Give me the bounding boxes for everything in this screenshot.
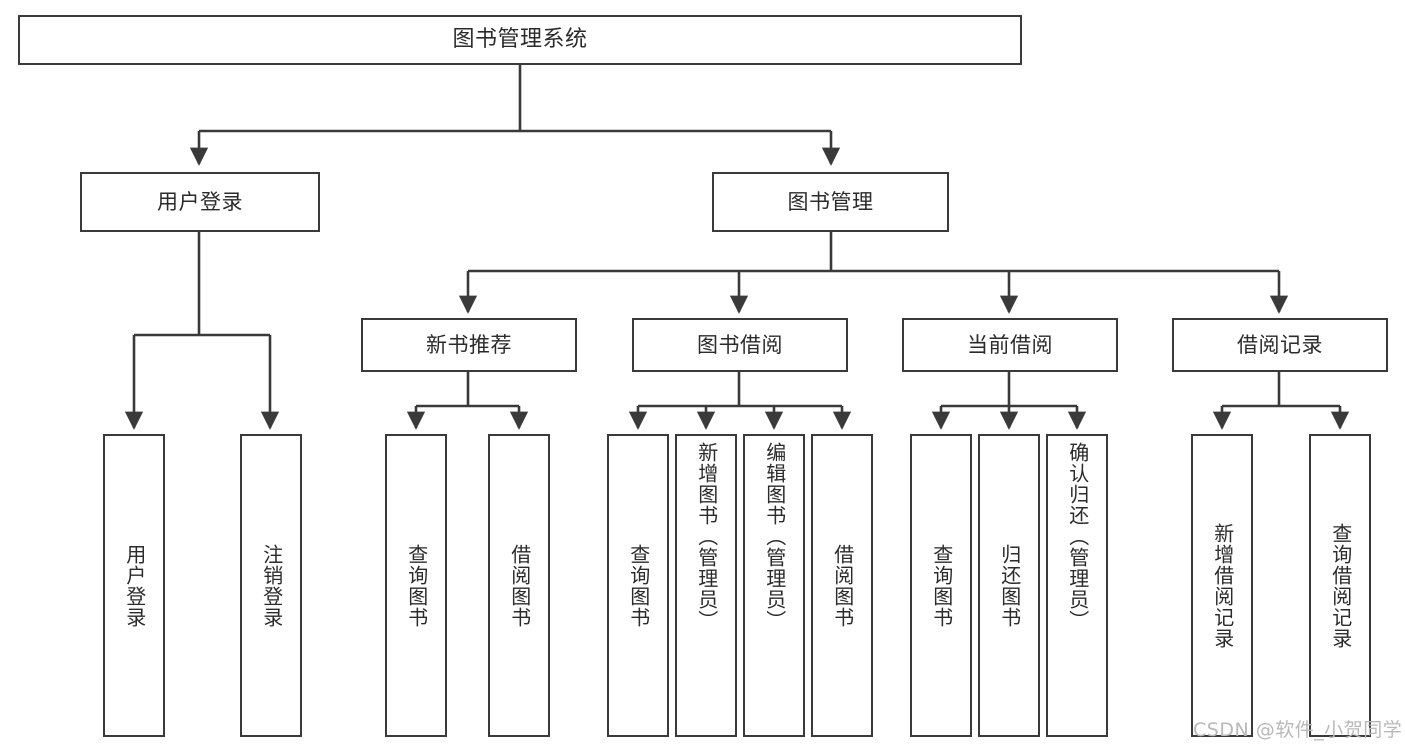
leaf-query-book-recommend[interactable]: 查询图书 — [385, 434, 447, 737]
node-label: 确认归还（管理员） — [1065, 442, 1090, 631]
leaf-user-logout[interactable]: 注销登录 — [240, 434, 302, 737]
node-label: 借阅图书 — [830, 543, 855, 628]
node-book-manage[interactable]: 图书管理 — [712, 172, 949, 232]
node-label: 查询图书 — [929, 543, 954, 628]
node-label: 图书管理系统 — [452, 27, 588, 53]
node-label: 查询图书 — [404, 543, 429, 628]
node-user-login[interactable]: 用户登录 — [80, 172, 320, 232]
node-label: 新增图书（管理员） — [694, 442, 719, 631]
node-label: 用户登录 — [157, 189, 243, 214]
leaf-query-book-current[interactable]: 查询图书 — [910, 434, 972, 737]
node-label: 图书借阅 — [697, 332, 783, 357]
node-label: 当前借阅 — [967, 332, 1053, 357]
leaf-add-borrow-record[interactable]: 新增借阅记录 — [1191, 434, 1253, 737]
node-label: 借阅记录 — [1237, 332, 1323, 357]
leaf-return-book[interactable]: 归还图书 — [978, 434, 1040, 737]
node-new-book-recommend[interactable]: 新书推荐 — [361, 318, 577, 372]
leaf-borrow-book-borrow[interactable]: 借阅图书 — [811, 434, 873, 737]
leaf-query-borrow-record[interactable]: 查询借阅记录 — [1309, 434, 1371, 737]
node-label: 用户登录 — [122, 543, 147, 628]
node-label: 查询借阅记录 — [1328, 522, 1353, 649]
node-label: 新增借阅记录 — [1210, 522, 1235, 649]
leaf-add-book[interactable]: 新增图书（管理员） — [675, 434, 737, 737]
leaf-user-login[interactable]: 用户登录 — [103, 434, 165, 737]
node-label: 新书推荐 — [426, 332, 512, 357]
node-label: 查询图书 — [626, 543, 651, 628]
node-label: 注销登录 — [259, 543, 284, 628]
node-borrow-record[interactable]: 借阅记录 — [1172, 318, 1388, 372]
node-current-borrow[interactable]: 当前借阅 — [902, 318, 1118, 372]
node-label: 借阅图书 — [507, 543, 532, 628]
node-label: 编辑图书（管理员） — [762, 442, 787, 631]
node-label: 图书管理 — [787, 189, 874, 214]
leaf-confirm-return[interactable]: 确认归还（管理员） — [1046, 434, 1108, 737]
leaf-query-book-borrow[interactable]: 查询图书 — [607, 434, 669, 737]
leaf-borrow-book-recommend[interactable]: 借阅图书 — [488, 434, 550, 737]
leaf-edit-book[interactable]: 编辑图书（管理员） — [743, 434, 805, 737]
node-book-borrow[interactable]: 图书借阅 — [632, 318, 848, 372]
node-label: 归还图书 — [997, 543, 1022, 628]
node-book-management-system[interactable]: 图书管理系统 — [18, 15, 1022, 65]
